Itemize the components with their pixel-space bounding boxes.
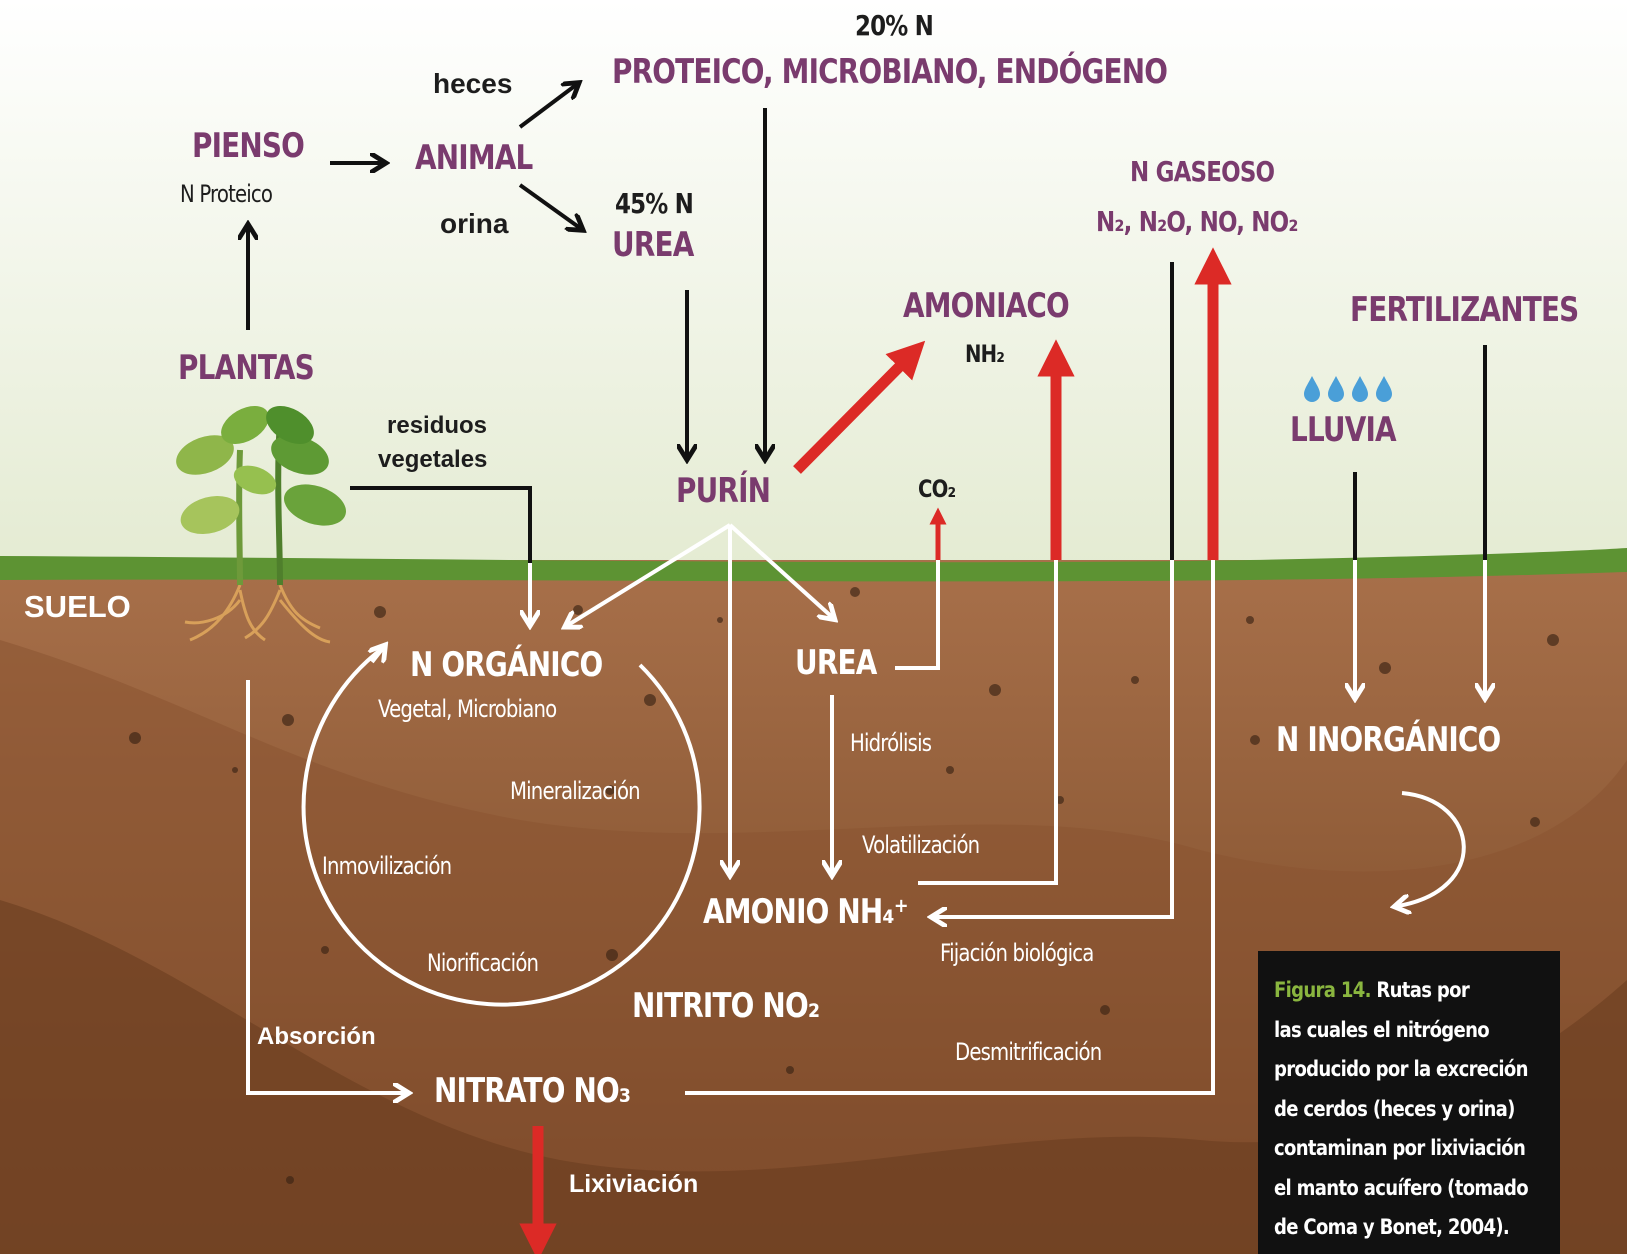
label-n-inorganico: N INORGÁNICO	[1276, 723, 1500, 757]
label-vegetales: vegetales	[378, 448, 487, 472]
label-hidrolisis: Hidrólisis	[850, 731, 931, 755]
label-amoniaco: AMONIACO	[903, 289, 1069, 323]
label-proteico: PROTEICO, MICROBIANO, ENDÓGENO	[612, 55, 1167, 89]
label-orina: orina	[440, 210, 508, 238]
label-45pct: 45% N	[615, 190, 693, 218]
figure-caption: Figura 14. Rutas por las cuales el nitró…	[1258, 951, 1560, 1254]
label-inmovilizacion: Inmovilización	[322, 854, 451, 878]
label-nh2: NH₂	[965, 342, 1004, 366]
label-20pct: 20% N	[855, 12, 933, 40]
label-urea-soil: UREA	[795, 646, 876, 680]
label-niorificacion: Niorificación	[427, 951, 538, 975]
label-lluvia: LLUVIA	[1290, 413, 1396, 447]
label-pienso: PIENSO	[192, 129, 304, 163]
caption-line-3: producido por la excreción	[1274, 1050, 1558, 1090]
label-lixiviacion: Lixiviación	[569, 1172, 698, 1197]
label-plantas: PLANTAS	[178, 351, 314, 385]
label-n-proteico: N Proteico	[180, 182, 272, 206]
label-absorcion: Absorción	[257, 1025, 376, 1049]
label-heces: heces	[433, 70, 512, 98]
label-nitrito: NITRITO NO₂	[632, 989, 819, 1023]
label-amonio: AMONIO NH₄⁺	[703, 895, 908, 929]
label-gases: N₂, N₂O, NO, NO₂	[1096, 208, 1298, 236]
label-nitrato: NITRATO NO₃	[434, 1074, 630, 1108]
label-desmitrificacion: Desmitrificación	[955, 1040, 1101, 1064]
label-vegetal-microbiano: Vegetal, Microbiano	[378, 697, 556, 721]
label-suelo: SUELO	[24, 591, 131, 622]
label-n-organico: N ORGÁNICO	[410, 648, 602, 682]
label-fertilizantes: FERTILIZANTES	[1350, 293, 1578, 327]
caption-text-1: Rutas por	[1376, 978, 1469, 1002]
caption-line-4: de cerdos (heces y orina)	[1274, 1090, 1558, 1130]
label-purin: PURÍN	[676, 474, 770, 508]
label-n-gaseoso: N GASEOSO	[1130, 158, 1274, 186]
label-mineralizacion: Mineralización	[510, 779, 640, 803]
label-residuos: residuos	[387, 414, 487, 438]
caption-line-2: las cuales el nitrógeno	[1274, 1011, 1558, 1051]
caption-line-7: de Coma y Bonet, 2004).	[1274, 1208, 1558, 1248]
caption-line-6: el manto acuífero (tomado	[1274, 1169, 1558, 1209]
label-urea-top: UREA	[612, 228, 693, 262]
caption-line-5: contaminan por lixiviación	[1274, 1129, 1558, 1169]
label-fijacion: Fijación biológica	[940, 941, 1094, 965]
label-co2: CO₂	[918, 477, 955, 501]
label-animal: ANIMAL	[415, 141, 532, 175]
caption-lead: Figura 14.	[1274, 978, 1371, 1002]
label-volatilizacion: Volatilización	[862, 833, 979, 857]
caption-line-1: Figura 14. Rutas por	[1274, 971, 1558, 1011]
